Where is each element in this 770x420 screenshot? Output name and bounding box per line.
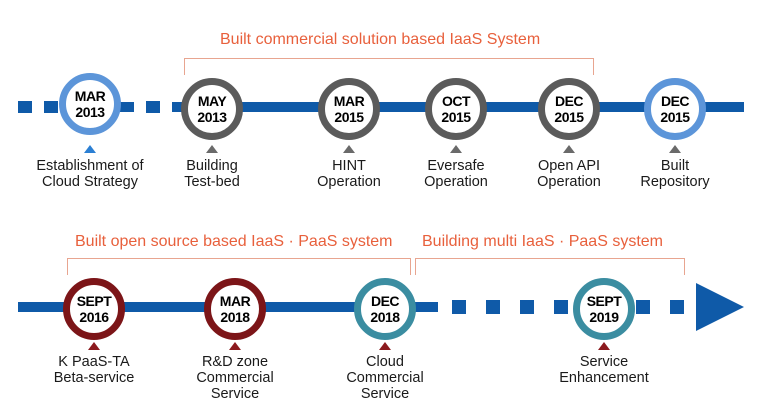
- milestone-node-may-2013: MAY 2013: [181, 78, 243, 140]
- milestone-pointer: [206, 145, 218, 153]
- milestone-month: OCT: [441, 93, 471, 109]
- milestone-node-dec-2015: DEC 2015: [538, 78, 600, 140]
- milestone-node-sept-2019: SEPT 2019: [573, 278, 635, 340]
- milestone-node-sept-2016: SEPT 2016: [63, 278, 125, 340]
- milestone-month: MAY: [197, 93, 227, 109]
- phase-bracket-open-source: [67, 258, 411, 275]
- milestone-year: 2018: [220, 309, 250, 325]
- milestone-year: 2015: [334, 109, 364, 125]
- milestone-node-mar-2018: MAR 2018: [204, 278, 266, 340]
- milestone-pointer: [84, 145, 96, 153]
- timeline-dash: [554, 300, 568, 314]
- milestone-year: 2013: [197, 109, 227, 125]
- milestone-pointer: [598, 342, 610, 350]
- milestone-pointer: [563, 145, 575, 153]
- timeline-dash: [636, 300, 650, 314]
- timeline-dash: [486, 300, 500, 314]
- milestone-node-mar-2013: MAR 2013: [59, 73, 121, 135]
- milestone-year: 2015: [441, 109, 471, 125]
- milestone-year: 2015: [554, 109, 584, 125]
- milestone-pointer: [229, 342, 241, 350]
- timeline-dash: [146, 101, 160, 113]
- milestone-pointer: [450, 145, 462, 153]
- milestone-month: DEC: [660, 93, 690, 109]
- milestone-month: SEPT: [76, 293, 112, 309]
- milestone-year: 2016: [79, 309, 109, 325]
- timeline-dash: [18, 101, 32, 113]
- milestone-node-oct-2015: OCT 2015: [425, 78, 487, 140]
- milestone-year: 2015: [660, 109, 690, 125]
- milestone-pointer: [669, 145, 681, 153]
- milestone-month: MAR: [74, 88, 106, 104]
- milestone-year: 2013: [75, 104, 105, 120]
- phase-bracket-commercial-iaas: [184, 58, 594, 75]
- timeline-dash: [452, 300, 466, 314]
- milestone-node-mar-2015: MAR 2015: [318, 78, 380, 140]
- timeline-arrowhead: [696, 283, 744, 331]
- phase-label-commercial-iaas: Built commercial solution based IaaS Sys…: [220, 31, 541, 48]
- milestone-year: 2018: [370, 309, 400, 325]
- phase-label-open-source: Built open source based IaaS · PaaS syst…: [75, 233, 393, 250]
- milestone-pointer: [343, 145, 355, 153]
- milestone-month: DEC: [554, 93, 584, 109]
- milestone-year: 2019: [589, 309, 619, 325]
- timeline-dash: [44, 101, 58, 113]
- timeline-dash: [520, 300, 534, 314]
- milestone-month: MAR: [333, 93, 365, 109]
- milestone-month: SEPT: [586, 293, 622, 309]
- milestone-node-dec-2015-repository: DEC 2015: [644, 78, 706, 140]
- phase-label-multi-iaas: Building multi IaaS · PaaS system: [422, 233, 663, 250]
- milestone-pointer: [88, 342, 100, 350]
- milestone-node-dec-2018: DEC 2018: [354, 278, 416, 340]
- phase-bracket-multi-iaas: [415, 258, 685, 275]
- milestone-month: MAR: [219, 293, 251, 309]
- timeline-dash: [670, 300, 684, 314]
- milestone-month: DEC: [370, 293, 400, 309]
- milestone-pointer: [379, 342, 391, 350]
